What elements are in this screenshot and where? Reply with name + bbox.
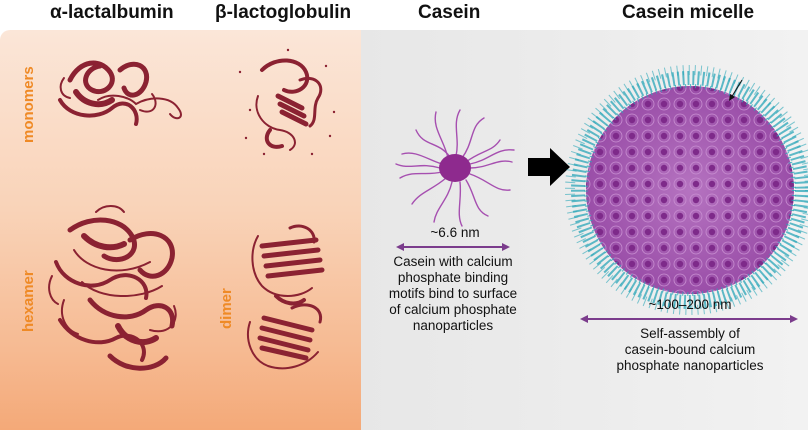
casein-caption-line-1: Casein with calcium [393, 254, 513, 269]
casein-caption: Casein with calcium phosphate binding mo… [378, 254, 528, 334]
header-alpha-lactalbumin: α-lactalbumin [50, 2, 174, 23]
casein-caption-line-2: phosphate binding [397, 270, 509, 285]
micelle-pointer-arrow [729, 79, 743, 101]
casein-caption-line-3: motifs bind to surface [388, 286, 518, 301]
header-casein-micelle: Casein micelle [622, 2, 755, 23]
casein-micelle [565, 65, 808, 315]
casein-core [439, 154, 471, 182]
transition-arrow [528, 148, 570, 186]
micelle-size-label: ~100–200 nm [648, 297, 732, 312]
alpha-lactalbumin-hexamer-structure [48, 205, 177, 371]
micelle-size-arrow [580, 315, 798, 323]
micelle-caption-line-3: phosphate nanoparticles [616, 358, 764, 373]
header-beta-lactoglobulin: β-lactoglobulin [215, 2, 352, 23]
whey-protein-panel [0, 30, 361, 430]
micelle-caption: Self-assembly of casein-bound calcium ph… [600, 326, 780, 374]
micelle-caption-line-2: casein-bound calcium [624, 342, 756, 357]
casein-caption-line-5: nanoparticles [412, 318, 494, 333]
casein-size-arrow [396, 243, 510, 251]
casein-molecule [395, 109, 515, 227]
beta-lactoglobulin-water-dots [238, 48, 336, 156]
alpha-lactalbumin-monomer-structure [58, 60, 182, 126]
casein-caption-line-4: of calcium phosphate [389, 302, 517, 317]
beta-lactoglobulin-monomer-structure [255, 58, 323, 151]
beta-lactoglobulin-dimer-structure [247, 224, 325, 370]
micelle-caption-line-1: Self-assembly of [640, 326, 740, 341]
casein-size-label: ~6.6 nm [430, 225, 480, 240]
header-casein: Casein [418, 2, 481, 23]
